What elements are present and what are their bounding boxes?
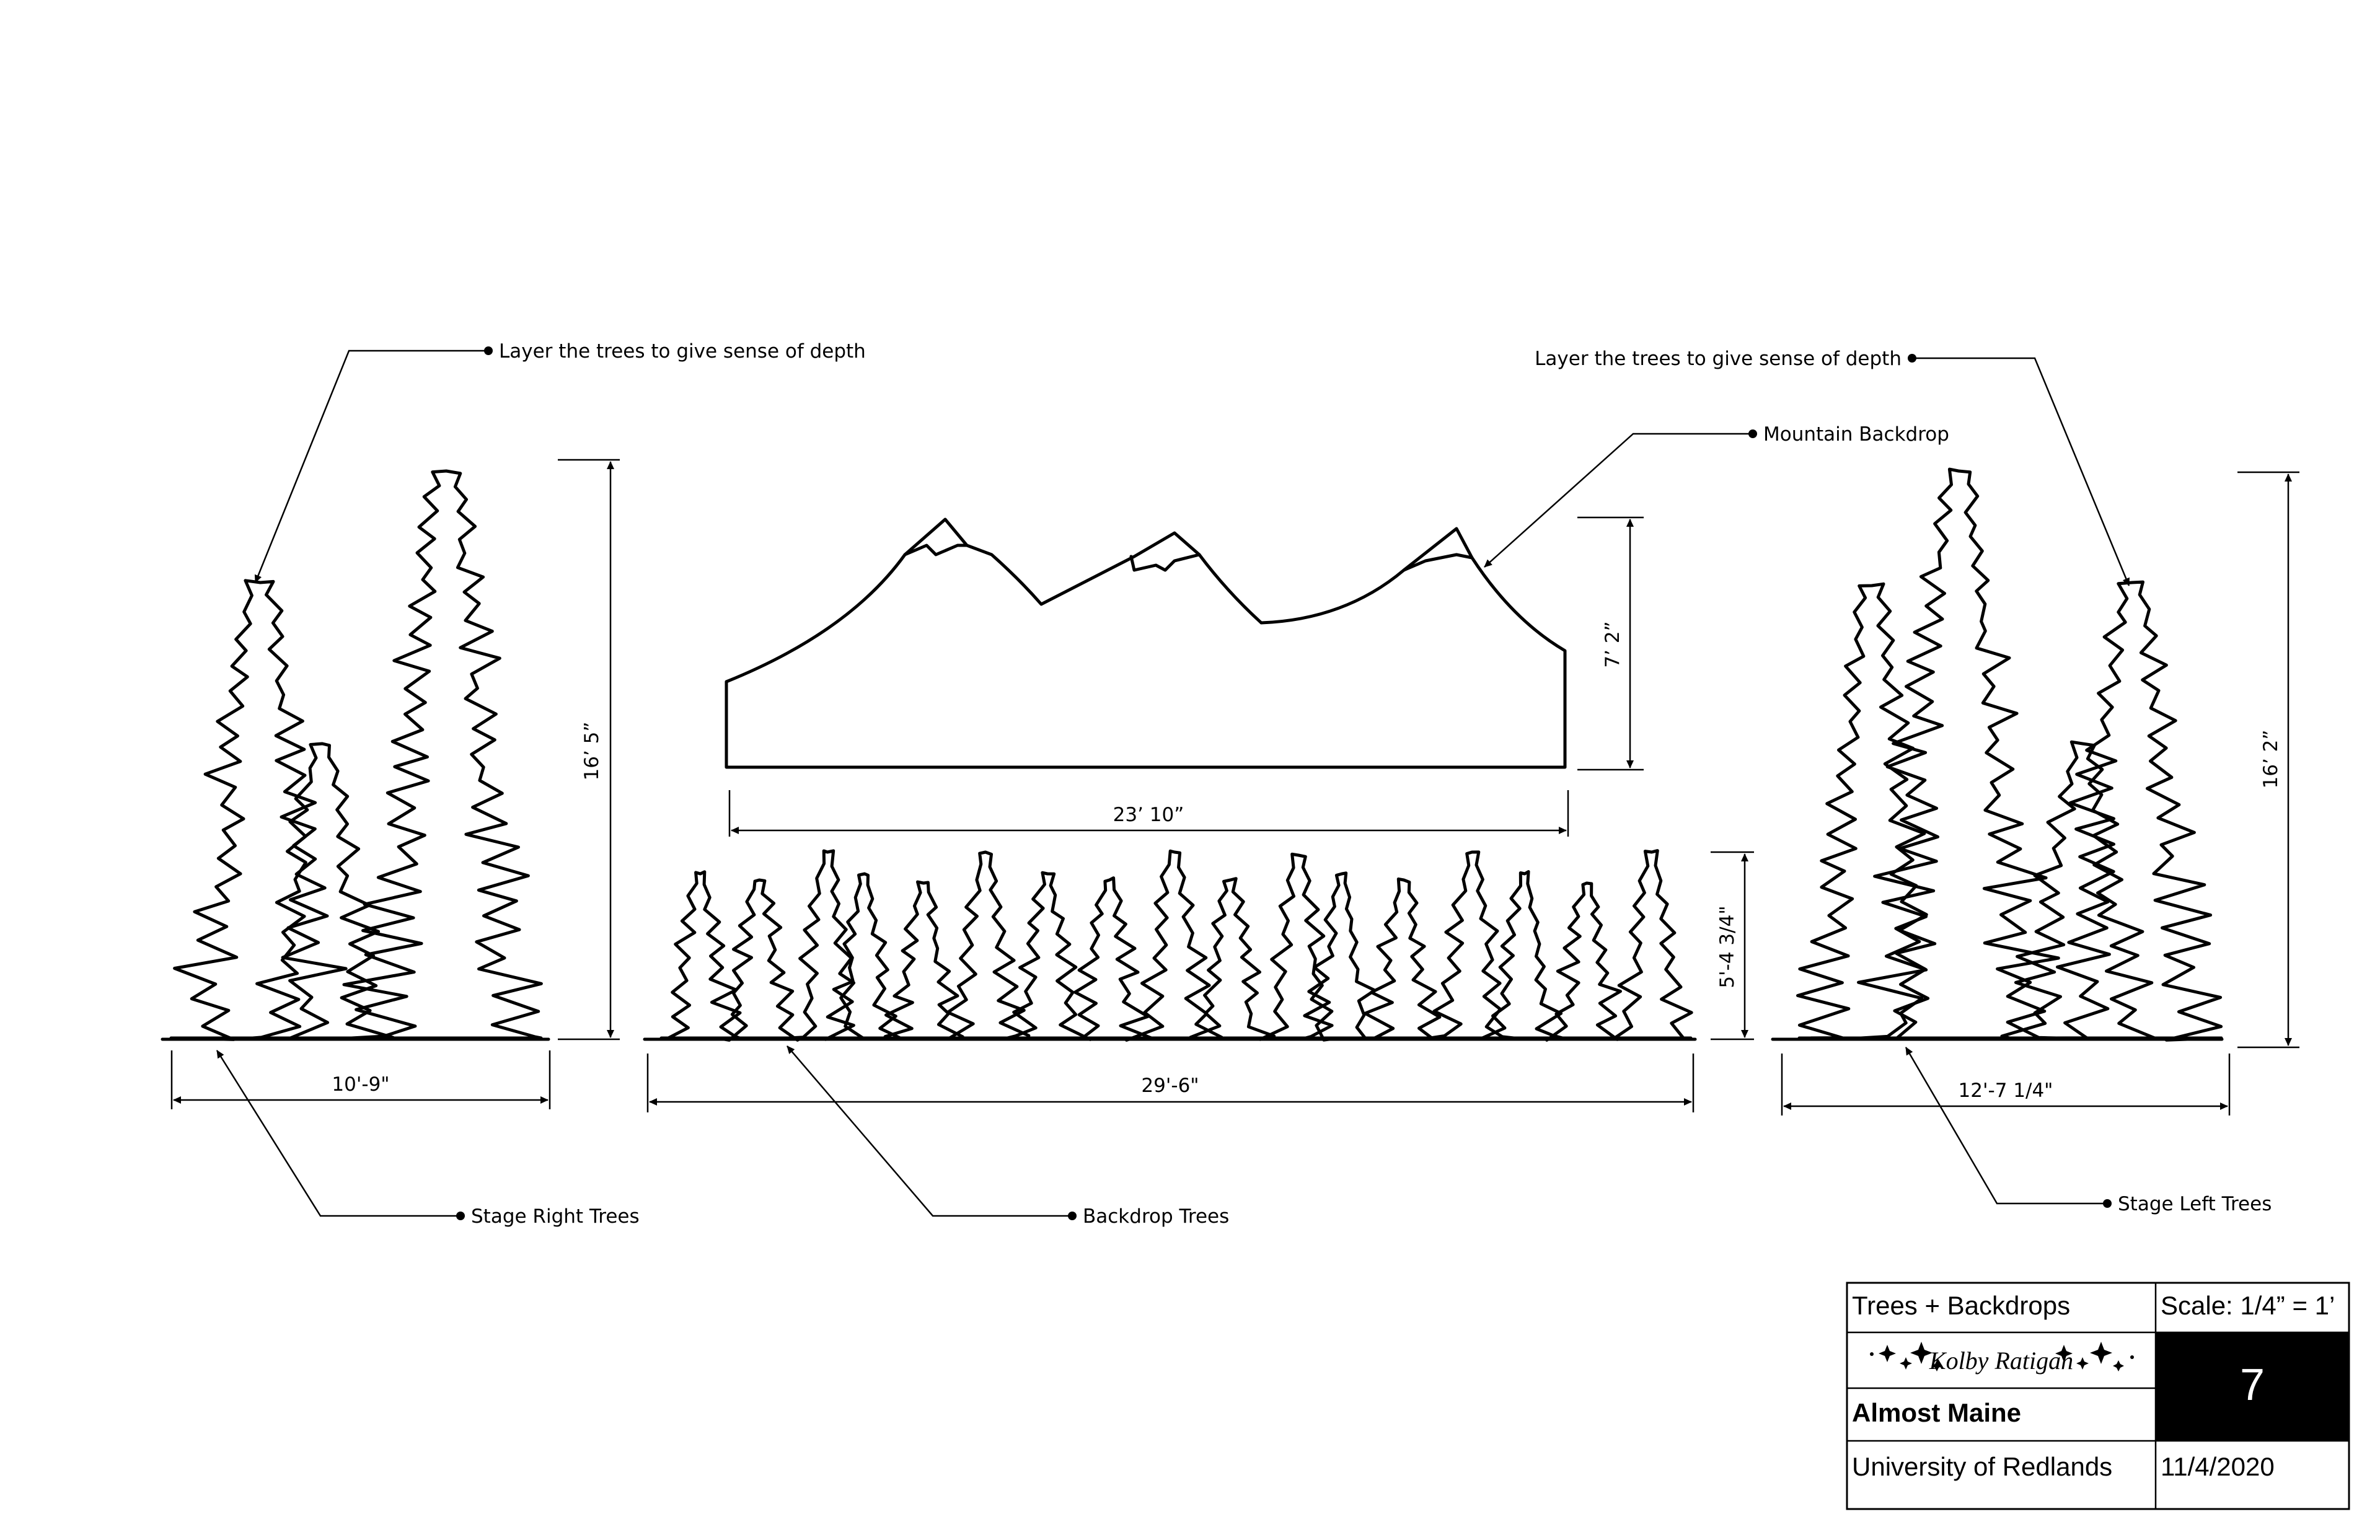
- dim-mountain-width-text: 23’ 10”: [1113, 804, 1184, 826]
- backdrop-trees: [643, 849, 1697, 1042]
- tree-outline: [1481, 870, 1564, 1040]
- designer-name: Kolby Ratigan: [1929, 1347, 2073, 1375]
- tree-outline: [716, 878, 803, 1042]
- leader-stage-right: Stage Right Trees: [216, 1050, 640, 1228]
- stage-right-trees: [161, 469, 550, 1041]
- leader-mountain: Mountain Backdrop: [1484, 423, 1949, 568]
- dimension-stage-right-height: 16’ 5”: [558, 459, 620, 1041]
- dim-mountain-height-text: 7’ 2”: [1602, 621, 1624, 667]
- tree-outline: [1362, 877, 1446, 1041]
- dim-backdrop-trees-height-text: 5'-4 3/4": [1716, 905, 1739, 988]
- tree-outline: [169, 579, 351, 1041]
- leader-layer-left: Layer the trees to give sense of depth: [254, 340, 866, 583]
- stage-left-trees: [1771, 467, 2224, 1042]
- label-stage-left: Stage Left Trees: [2118, 1193, 2272, 1215]
- dimension-stage-left-height: 16’ 2”: [2237, 471, 2299, 1049]
- leader-stage-left: Stage Left Trees: [1905, 1047, 2272, 1215]
- label-layer-left: Layer the trees to give sense of depth: [499, 340, 866, 363]
- dim-backdrop-trees-width-text: 29'-6": [1141, 1075, 1199, 1097]
- label-stage-right: Stage Right Trees: [471, 1205, 640, 1228]
- tree-outline: [1611, 849, 1693, 1040]
- tree-outline: [2000, 740, 2159, 1041]
- label-backdrop-trees: Backdrop Trees: [1083, 1205, 1229, 1228]
- dimension-mountain-height: 7’ 2”: [1577, 516, 1644, 771]
- show-title: Almost Maine: [1852, 1398, 2021, 1427]
- title-block: Trees + Backdrops Scale: 1/4” = 1’ Kolby…: [1846, 1282, 2350, 1510]
- mountain-backdrop: [725, 517, 1567, 769]
- venue: University of Redlands: [1852, 1452, 2112, 1481]
- dim-stage-right-height-text: 16’ 5”: [581, 722, 603, 781]
- tree-outline: [1069, 876, 1154, 1041]
- sheet-number: 7: [2240, 1360, 2265, 1410]
- tree-outline: [342, 469, 543, 1040]
- scale-text: Scale: 1/4” = 1’: [2161, 1291, 2335, 1320]
- label-layer-right: Layer the trees to give sense of depth: [1535, 348, 1902, 370]
- tree-outline: [659, 870, 742, 1040]
- tree-outline: [1256, 852, 1341, 1042]
- tree-outline: [787, 849, 868, 1041]
- dim-stage-right-width-text: 10'-9": [332, 1073, 389, 1096]
- leader-backdrop-trees: Backdrop Trees: [787, 1045, 1229, 1228]
- tree-outline: [251, 742, 395, 1040]
- sheet-number-box: [2156, 1332, 2349, 1441]
- dim-stage-left-width-text: 12'-7 1/4": [1959, 1080, 2053, 1102]
- designer-signature: Kolby Ratigan: [1870, 1342, 2134, 1375]
- leader-layer-right: Layer the trees to give sense of depth: [1535, 348, 2130, 586]
- dim-stage-left-height-text: 16’ 2”: [2260, 730, 2282, 789]
- date: 11/4/2020: [2161, 1452, 2275, 1481]
- label-mountain: Mountain Backdrop: [1763, 423, 1949, 446]
- sparkle-icon: [1870, 1342, 2134, 1371]
- dimension-backdrop-trees-width: 29'-6": [646, 1054, 1695, 1112]
- dimension-mountain-width: 23’ 10”: [728, 790, 1569, 837]
- drawing-title: Trees + Backdrops: [1852, 1291, 2070, 1320]
- tree-outline: [1545, 881, 1628, 1042]
- dimension-stage-right-width: 10'-9": [170, 1050, 551, 1109]
- dimension-backdrop-trees-height: 5'-4 3/4": [1711, 851, 1754, 1041]
- dimension-stage-left-width: 12'-7 1/4": [1781, 1054, 2231, 1115]
